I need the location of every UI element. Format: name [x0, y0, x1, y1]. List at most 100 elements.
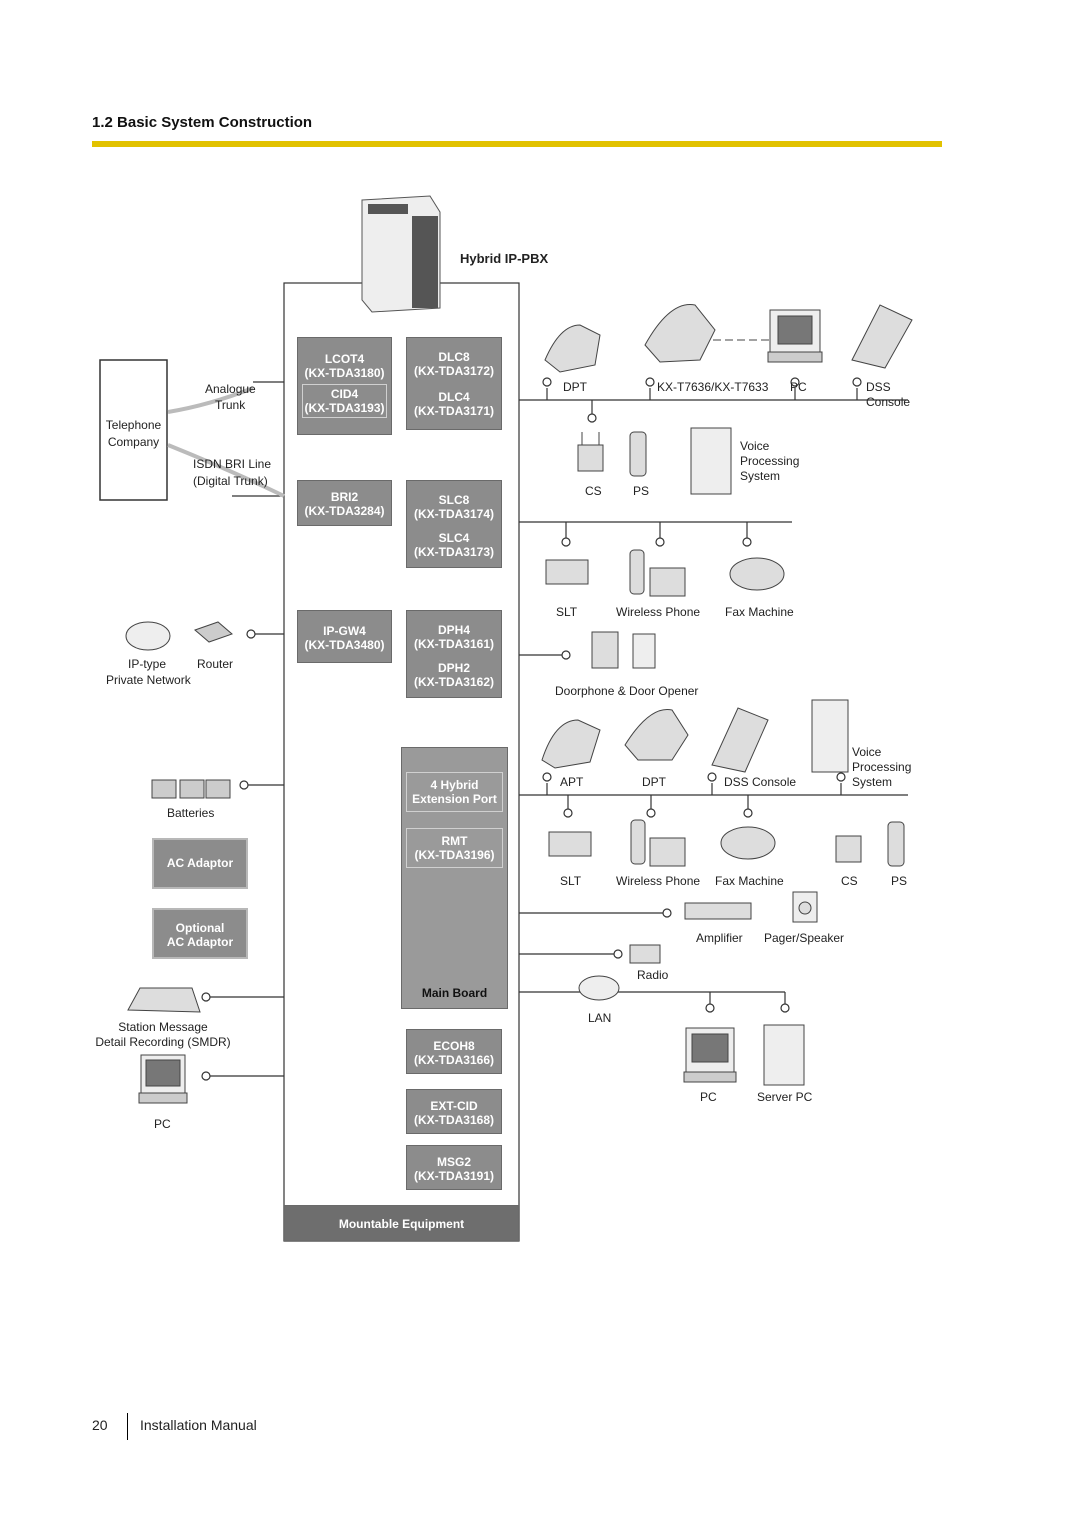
doorphone-label: Doorphone & Door Opener	[555, 684, 699, 698]
ipgw4-name: IP-GW4	[323, 624, 366, 638]
ac-adaptor-label: AC Adaptor	[166, 856, 234, 870]
smdr-line1: Station Message	[118, 1020, 208, 1034]
title-rule	[92, 141, 942, 147]
rmt-sub: RMT (KX-TDA3196)	[406, 828, 503, 868]
row5-vps2: Processing	[852, 760, 912, 774]
vps2-icon	[811, 699, 849, 773]
private-network-label: Private Network	[106, 673, 191, 687]
page-number: 20	[92, 1417, 108, 1433]
row6-ps: PS	[891, 874, 908, 888]
row2-vps3: System	[740, 469, 781, 483]
card-lcot4-cid4: LCOT4 (KX-TDA3180) CID4(KX-TDA3193)	[297, 337, 392, 435]
slc8-name: SLC8	[438, 493, 470, 507]
dpt-phone-icon	[544, 324, 601, 373]
row3-slt: SLT	[556, 605, 578, 619]
slt-icon	[545, 559, 589, 585]
smdr-printer-icon	[127, 987, 201, 1013]
lanpc-server: Server PC	[757, 1090, 813, 1104]
dlc4-name: DLC4	[438, 390, 470, 404]
slt2-icon	[548, 831, 592, 857]
row6-fax: Fax Machine	[715, 874, 784, 888]
extcid-name: EXT-CID	[430, 1099, 478, 1113]
radio-icon	[629, 944, 661, 964]
wireless-phone-icon	[629, 549, 645, 595]
hybrid-sub: 4 Hybrid Extension Port	[406, 772, 503, 812]
cid4-name: CID4	[330, 387, 359, 401]
iptype-label: IP-type	[128, 657, 167, 671]
card-slc: SLC8 (KX-TDA3174) SLC4 (KX-TDA3173)	[406, 480, 502, 568]
ac-adaptor-box: AC Adaptor	[152, 838, 248, 889]
analogue-label: Analogue	[205, 382, 256, 396]
optional-ac-label: AC Adaptor	[166, 935, 234, 949]
fax-icon	[729, 557, 785, 591]
footer-manual: Installation Manual	[140, 1417, 257, 1433]
isdn-label: ISDN BRI Line	[193, 457, 272, 471]
dss-console-icon	[851, 304, 913, 369]
router-icon	[194, 621, 233, 643]
row5-dss: DSS Console	[724, 775, 797, 789]
cid4-model: (KX-TDA3193)	[304, 401, 385, 415]
telco-box	[99, 359, 168, 501]
cs-antenna-icon	[577, 444, 604, 472]
pager-label: Pager/Speaker	[764, 931, 845, 945]
card-dlc: DLC8 (KX-TDA3172) DLC4 (KX-TDA3171)	[406, 337, 502, 430]
dph4-model: (KX-TDA3161)	[413, 637, 494, 651]
lcot4-model: (KX-TDA3180)	[304, 366, 385, 380]
bri2-name: BRI2	[330, 490, 359, 504]
extcid-model: (KX-TDA3168)	[413, 1113, 494, 1127]
card-bri2: BRI2 (KX-TDA3284)	[297, 480, 392, 526]
router-label: Router	[197, 657, 234, 671]
row1-dpt: DPT	[563, 380, 587, 394]
msg2-model: (KX-TDA3191)	[413, 1169, 494, 1183]
dpt-phone2-icon	[624, 708, 689, 761]
digital-trunk-label: (Digital Trunk)	[193, 474, 268, 488]
apt-phone-icon	[541, 719, 601, 769]
pbx-label: Hybrid IP-PBX	[460, 251, 549, 266]
telco-line2: Company	[107, 435, 160, 449]
mountable-equipment: Mountable Equipment	[284, 1205, 519, 1241]
radio-label: Radio	[637, 968, 669, 982]
row1-kxt: KX-T7636/KX-T7633	[657, 380, 769, 394]
row6-wireless: Wireless Phone	[616, 874, 701, 888]
row1-console: Console	[866, 395, 911, 409]
card-dph: DPH4 (KX-TDA3161) DPH2 (KX-TDA3162)	[406, 610, 502, 698]
ecoh8-model: (KX-TDA3166)	[413, 1053, 494, 1067]
optional-ac-box: Optional AC Adaptor	[152, 908, 248, 959]
left-pc-label: PC	[154, 1117, 171, 1131]
vps-icon	[690, 427, 732, 495]
row2-cs: CS	[585, 484, 602, 498]
dph4-name: DPH4	[437, 623, 470, 637]
dlc8-model: (KX-TDA3172)	[413, 364, 494, 378]
hybrid-line1: 4 Hybrid	[430, 778, 479, 792]
doorphone-icon	[591, 631, 619, 669]
dph2-model: (KX-TDA3162)	[413, 675, 494, 689]
dph2-name: DPH2	[437, 661, 470, 675]
row5-apt: APT	[560, 775, 584, 789]
ps2-icon	[887, 821, 905, 867]
row1-pc: PC	[790, 380, 807, 394]
lan-cloud-icon	[578, 975, 620, 1001]
amplifier-icon	[684, 902, 752, 920]
amplifier-label: Amplifier	[696, 931, 743, 945]
card-ecoh8: ECOH8 (KX-TDA3166)	[406, 1029, 502, 1074]
lcot4-name: LCOT4	[324, 352, 365, 366]
row1-dss: DSS	[866, 380, 891, 394]
pbx-unit	[361, 195, 441, 313]
section-title: 1.2 Basic System Construction	[92, 114, 313, 131]
telco-line1: Telephone	[105, 418, 162, 432]
footer-separator	[127, 1413, 128, 1440]
rmt-model: (KX-TDA3196)	[414, 848, 495, 862]
card-ipgw4: IP-GW4 (KX-TDA3480)	[297, 610, 392, 663]
ipgw4-model: (KX-TDA3480)	[304, 638, 385, 652]
bri2-model: (KX-TDA3284)	[304, 504, 385, 518]
wireless-phone2-icon	[630, 819, 646, 865]
row2-ps: PS	[633, 484, 650, 498]
hybrid-line2: Extension Port	[412, 792, 497, 806]
ecoh8-name: ECOH8	[433, 1039, 475, 1053]
cs2-icon	[835, 835, 862, 863]
ip-cloud-icon	[125, 621, 171, 651]
dss-console2-icon	[711, 707, 769, 773]
trunk-label: Trunk	[215, 398, 246, 412]
slc8-model: (KX-TDA3174)	[413, 507, 494, 521]
